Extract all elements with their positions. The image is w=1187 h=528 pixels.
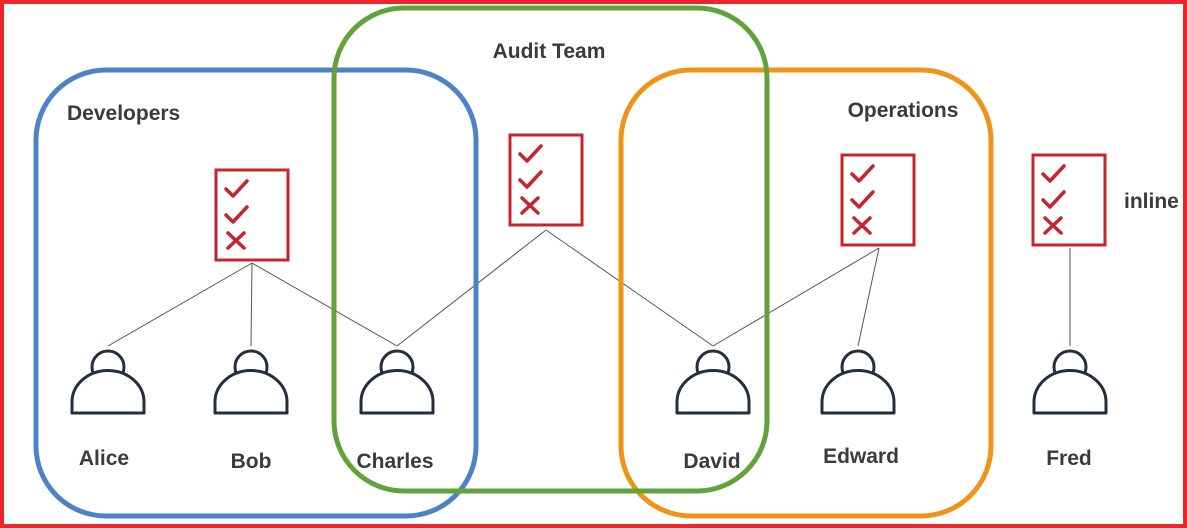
alice-user-icon: [70, 349, 146, 415]
david-user-icon: [675, 349, 751, 415]
user-label-bob: Bob: [231, 450, 272, 473]
connector-line: [396, 229, 547, 347]
bob-user-icon: [213, 349, 289, 415]
operations-group-box: [618, 67, 994, 519]
connector-line: [251, 262, 398, 347]
inline-policy-label: inline: [1124, 190, 1179, 213]
connector-lines: [107, 229, 1071, 347]
operations-group-label: Operations: [848, 99, 959, 122]
connector-line: [545, 229, 714, 347]
user-label-edward: Edward: [823, 445, 899, 468]
connector-line: [250, 262, 253, 347]
connector-line: [712, 247, 880, 347]
developers-policy-icon: [214, 168, 290, 262]
audit-team-group-box: [331, 5, 770, 494]
user-label-alice: Alice: [79, 447, 129, 470]
developers-group-label: Developers: [67, 102, 180, 125]
connector-line: [857, 247, 880, 347]
user-label-david: David: [683, 450, 740, 473]
user-label-charles: Charles: [356, 450, 433, 473]
operations-policy-icon: [840, 153, 916, 247]
audit-team-policy-icon: [508, 133, 584, 227]
inline-policy-icon: [1031, 153, 1107, 247]
fred-user-icon: [1032, 349, 1108, 415]
developers-group-box: [33, 67, 479, 519]
connector-line: [107, 262, 253, 347]
charles-user-icon: [359, 349, 435, 415]
user-label-fred: Fred: [1046, 447, 1092, 470]
edward-user-icon: [820, 349, 896, 415]
audit-team-group-label: Audit Team: [493, 40, 606, 63]
